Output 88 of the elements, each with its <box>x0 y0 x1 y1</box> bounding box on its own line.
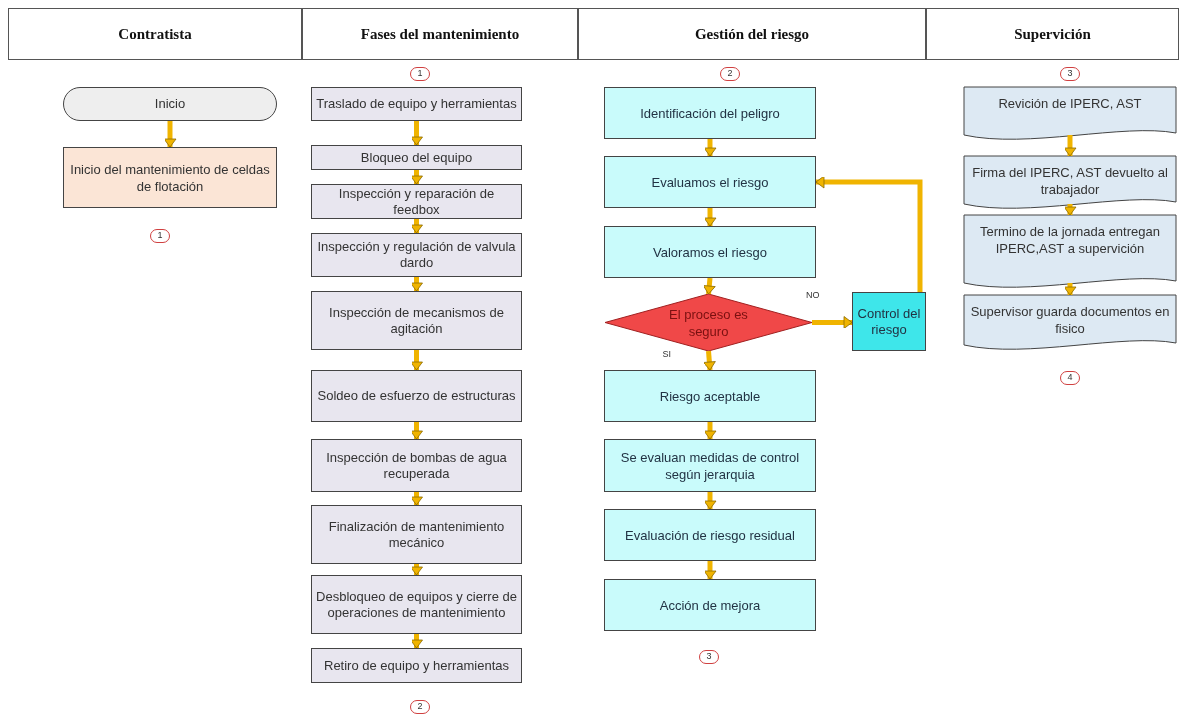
arrow <box>410 492 423 506</box>
process-box <box>311 575 522 634</box>
process-box <box>604 87 816 139</box>
node-label: Revición de IPERC, AST <box>998 95 1142 112</box>
arrow <box>703 422 717 440</box>
arrow <box>703 139 717 157</box>
lane-header <box>8 8 302 60</box>
document-shape <box>963 294 1177 350</box>
arrow <box>1063 135 1077 157</box>
callout-number: 1 <box>410 67 430 81</box>
lane-header <box>578 8 926 60</box>
arrow <box>703 350 716 371</box>
node-label: Evaluación de riesgo residual <box>625 526 795 544</box>
node-label: Inspección y reparación de feedbox <box>337 185 496 218</box>
process-box <box>311 145 522 170</box>
document-shape <box>963 155 1177 209</box>
callout-number: 4 <box>1060 371 1080 385</box>
callout-number: 2 <box>410 700 430 714</box>
node-label: Firma del IPERC, AST devuelto al trabajador <box>971 164 1169 198</box>
edge-label: NO <box>804 290 822 300</box>
lane-header <box>302 8 578 60</box>
node-label: Inspección de bombas de agua recuperada <box>325 449 508 482</box>
process-box <box>311 370 522 422</box>
process-box <box>604 509 816 561</box>
lane-title: Contratista <box>118 24 192 44</box>
node-label: Acción de mejora <box>659 596 761 614</box>
process-box <box>604 156 816 208</box>
arrow <box>815 175 923 292</box>
node-label: Inicio del mantenimiento de celdas de flotación <box>69 160 271 195</box>
callout-number: 3 <box>699 650 719 664</box>
lane-header <box>926 8 1179 60</box>
process-box <box>311 648 522 683</box>
lane-title: Supervición <box>1014 24 1091 44</box>
process-box <box>604 439 816 492</box>
document-shape <box>963 86 1177 140</box>
node-label: Termino de la jornada entregan IPERC,AST a supervición <box>979 223 1161 257</box>
process-box <box>311 233 522 277</box>
node-label: Inspección de mecanismos de agitación <box>328 304 505 337</box>
process-box <box>604 370 816 422</box>
process-box <box>852 292 926 351</box>
arrow <box>703 561 717 580</box>
arrow <box>703 208 717 227</box>
node-label: Valoramos el riesgo <box>653 243 767 261</box>
arrow <box>410 121 423 146</box>
node-label: Inicio <box>154 95 186 114</box>
process-box <box>604 226 816 278</box>
process-box <box>311 291 522 350</box>
node-label: Soldeo de esfuerzo de estructuras <box>317 388 516 404</box>
edge-label: SI <box>660 349 673 359</box>
arrow <box>410 170 423 185</box>
arrow <box>410 219 423 234</box>
node-label: Traslado de equipo y herramientas <box>316 96 517 112</box>
process-box <box>311 87 522 121</box>
node-label: Riesgo aceptable <box>659 387 761 405</box>
callout-number: 1 <box>150 229 170 243</box>
node-label: Control del riesgo <box>857 305 921 338</box>
node-label: Se evaluan medidas de control según jerarquia <box>619 448 801 483</box>
node-label: Finalización de mantenimiento mecánico <box>327 518 506 551</box>
arrow <box>812 316 853 329</box>
process-box <box>604 579 816 631</box>
arrow <box>410 634 423 649</box>
node-label: Retiro de equipo y herramientas <box>324 657 509 674</box>
callout-number: 2 <box>720 67 740 81</box>
callout-number: 3 <box>1060 67 1080 81</box>
arrow <box>163 121 177 148</box>
arrow <box>702 277 716 295</box>
arrow <box>410 350 423 371</box>
arrow <box>410 277 423 292</box>
process-box <box>311 505 522 564</box>
arrow <box>410 422 423 440</box>
start-terminal <box>63 87 277 121</box>
process-box <box>311 184 522 219</box>
node-label: Desbloqueo de equipos y cierre de operaciones de mantenimiento <box>316 588 517 621</box>
arrow <box>1063 283 1077 296</box>
node-label: Bloqueo del equipo <box>360 149 473 166</box>
node-label: El proceso es seguro <box>668 305 749 340</box>
arrow <box>1063 204 1077 216</box>
lane-title: Gestión del riesgo <box>694 24 810 44</box>
arrow <box>703 492 717 510</box>
node-label: Supervisor guarda documentos en fisico <box>969 303 1171 337</box>
process-box <box>311 439 522 492</box>
document-shape <box>963 214 1177 288</box>
lane-title: Fases del mantenimiento <box>360 24 520 44</box>
node-label: Evaluamos el riesgo <box>651 173 769 191</box>
node-label: Identificación del peligro <box>640 104 780 122</box>
node-label: Inspección y regulación de valvula dardo <box>316 239 517 271</box>
arrow <box>410 564 423 576</box>
process-box <box>63 147 277 208</box>
